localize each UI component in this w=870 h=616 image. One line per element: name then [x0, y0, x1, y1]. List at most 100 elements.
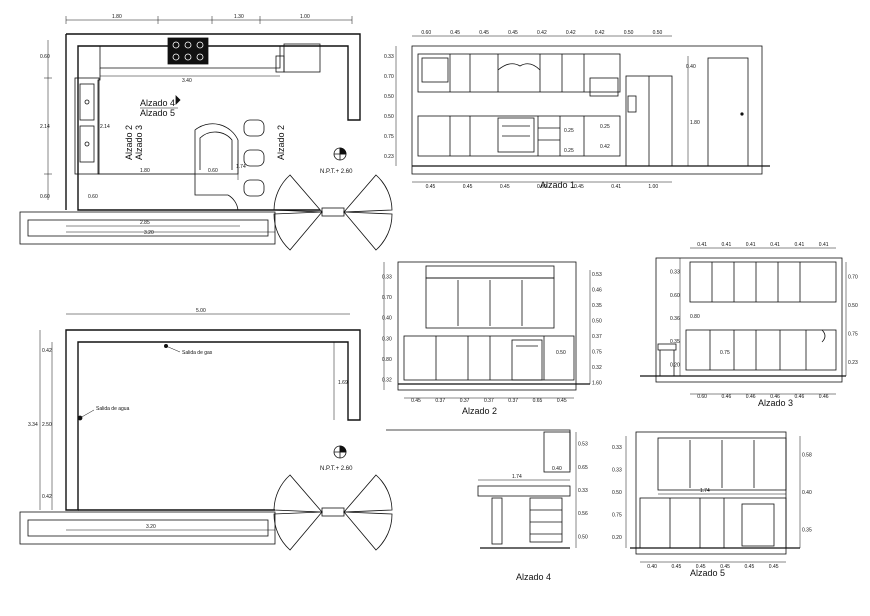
elev1-dim-left-3: 0.50: [384, 114, 394, 120]
elev3-dim-top-4: 0.41: [795, 242, 805, 248]
elev1-dim-top-5: 0.42: [566, 30, 576, 36]
elev5-dim-left-4: 0.20: [612, 535, 622, 541]
elev1-inner-3: 0.42: [600, 144, 610, 150]
elev5-dim-left-0: 0.33: [612, 445, 622, 451]
elev-label-3: Alzado 3: [134, 125, 144, 160]
elev5-dishwasher: [741, 503, 775, 547]
elev2-dim-right-0: 0.53: [592, 272, 602, 278]
elev2-dim-bottom-5: 0.65: [533, 398, 543, 404]
island-leg: [194, 174, 228, 196]
bottom-dim-left-1: 0.42: [42, 348, 52, 354]
elev4-dim-right-2: 0.33: [578, 488, 588, 494]
elev1-dim-left-1: 0.70: [384, 74, 394, 80]
elev1-dim-left-2: 0.50: [384, 94, 394, 100]
plan-top-walls: [66, 33, 361, 211]
elev3-dim-top-1: 0.41: [722, 242, 732, 248]
elev-arrow-4: [175, 95, 181, 105]
stool-2: [243, 149, 265, 167]
elev5-window: [657, 437, 787, 491]
elev2-dim-right-1: 0.46: [592, 287, 602, 293]
elev3-dim-left-2: 0.36: [670, 316, 680, 322]
elev3-dim-bottom-1: 0.46: [722, 394, 732, 400]
elev2-dim-right-7: 1.60: [592, 380, 602, 386]
bottom-dim-left-outer: 3.34: [28, 422, 38, 428]
plan-bottom-bottom-wall: [19, 511, 276, 545]
dim-island-1: 1.80: [140, 168, 150, 174]
elev3-faucet: [821, 329, 826, 343]
elev3-dim-top-5: 0.41: [819, 242, 829, 248]
elev1-dim-top-4: 0.42: [537, 30, 547, 36]
elev1-frame: [411, 45, 763, 175]
elev1-inner-1: 0.25: [564, 128, 574, 134]
dim-top-1: 1.80: [112, 14, 122, 20]
dim-island-2: 0.60: [208, 168, 218, 174]
elev1-dim-top-6: 0.42: [595, 30, 605, 36]
sink-drain-1: [84, 99, 90, 105]
dim-174: 1.74: [236, 164, 246, 170]
elev5-dim-left-2: 0.50: [612, 490, 622, 496]
elev4-dim-right-0: 0.53: [578, 442, 588, 448]
elev1-title: Alzado 1: [540, 180, 575, 190]
elev1-dim-right-top: 0.40: [686, 64, 696, 70]
elev3-dim-right-2: 0.75: [848, 331, 858, 337]
elev2-dim-bottom-0: 0.45: [411, 398, 421, 404]
island-inner: [199, 131, 233, 170]
elev3-dim-bottom-0: 0.60: [697, 394, 707, 400]
plan-bottom-walls: [65, 329, 361, 511]
elev3-dim-bottom-5: 0.46: [819, 394, 829, 400]
elev5-dim-bottom-3: 0.45: [720, 564, 730, 570]
dim-top-3: 1.00: [300, 14, 310, 20]
elev3-dim-left-1: 0.60: [670, 293, 680, 299]
elev2-dim-bottom-3: 0.37: [484, 398, 494, 404]
elev3-dim-right-3: 0.23: [848, 360, 858, 366]
oven: [497, 117, 535, 153]
elev2-dim-right-5: 0.75: [592, 349, 602, 355]
elev4-drawers: [529, 497, 563, 543]
sink-drain-2: [84, 141, 90, 147]
dim-right-small: 2.14: [100, 124, 110, 130]
elev4-dim-right-3: 0.56: [578, 511, 588, 517]
sink-basin-1: [79, 83, 95, 121]
elevation-2: 0.330.700.400.300.800.32 0.530.460.350.5…: [382, 261, 602, 416]
elev1-inner-2: 0.25: [600, 124, 610, 130]
elev2-dim-right-2: 0.35: [592, 303, 602, 309]
elev1-door: [707, 57, 749, 167]
elev2-dim-left-3: 0.30: [382, 336, 392, 342]
dim-bottom-1: 2.85: [140, 220, 150, 226]
water-note: Salida de agua: [96, 406, 130, 412]
elev2-inner: 0.50: [556, 350, 566, 356]
elev3-dim-bottom-3: 0.46: [770, 394, 780, 400]
elev1-dim-left-4: 0.75: [384, 134, 394, 140]
elev3-stool: [657, 343, 677, 351]
plan-top-level-label: N.P.T.+ 2.60: [320, 169, 353, 175]
elev3-dim-top-2: 0.41: [746, 242, 756, 248]
dim-inner: 3.40: [182, 78, 192, 84]
elev4-dim-top: 1.74: [512, 474, 522, 480]
stove-burners: [172, 41, 204, 61]
plan-top-bottom-wall: [19, 211, 276, 245]
elev5-frame: [635, 431, 787, 555]
plan-bottom-level-label: N.P.T.+ 2.60: [320, 466, 353, 472]
elev3-dim-right-1: 0.50: [848, 303, 858, 309]
dim-left-3: 0.60: [40, 194, 50, 200]
bottom-dim-top: 5.00: [196, 308, 206, 314]
elev5-dim-left-3: 0.75: [612, 512, 622, 518]
elev1-dim-bottom-4: 0.45: [574, 184, 584, 190]
elev2-dim-bottom-4: 0.37: [508, 398, 518, 404]
sink-basin-2: [79, 125, 95, 163]
dim-bottom-2: 3.20: [144, 230, 154, 236]
fridge-plan: [283, 43, 321, 73]
elev5-dim-top: 1.74: [700, 488, 710, 494]
elev1-dim-bottom-1: 0.45: [463, 184, 473, 190]
elev1-dim-bottom-0: 0.45: [426, 184, 436, 190]
bottom-dim-left-3: 0.42: [42, 494, 52, 500]
elev1-dim-top-7: 0.50: [624, 30, 634, 36]
elev1-dim-left-0: 0.33: [384, 54, 394, 60]
stool-1: [243, 119, 265, 137]
elev2-dim-bottom-6: 0.45: [557, 398, 567, 404]
elev2-window: [425, 277, 555, 329]
elev5-dim-bottom-1: 0.45: [672, 564, 682, 570]
elev2-hood: [425, 265, 555, 279]
